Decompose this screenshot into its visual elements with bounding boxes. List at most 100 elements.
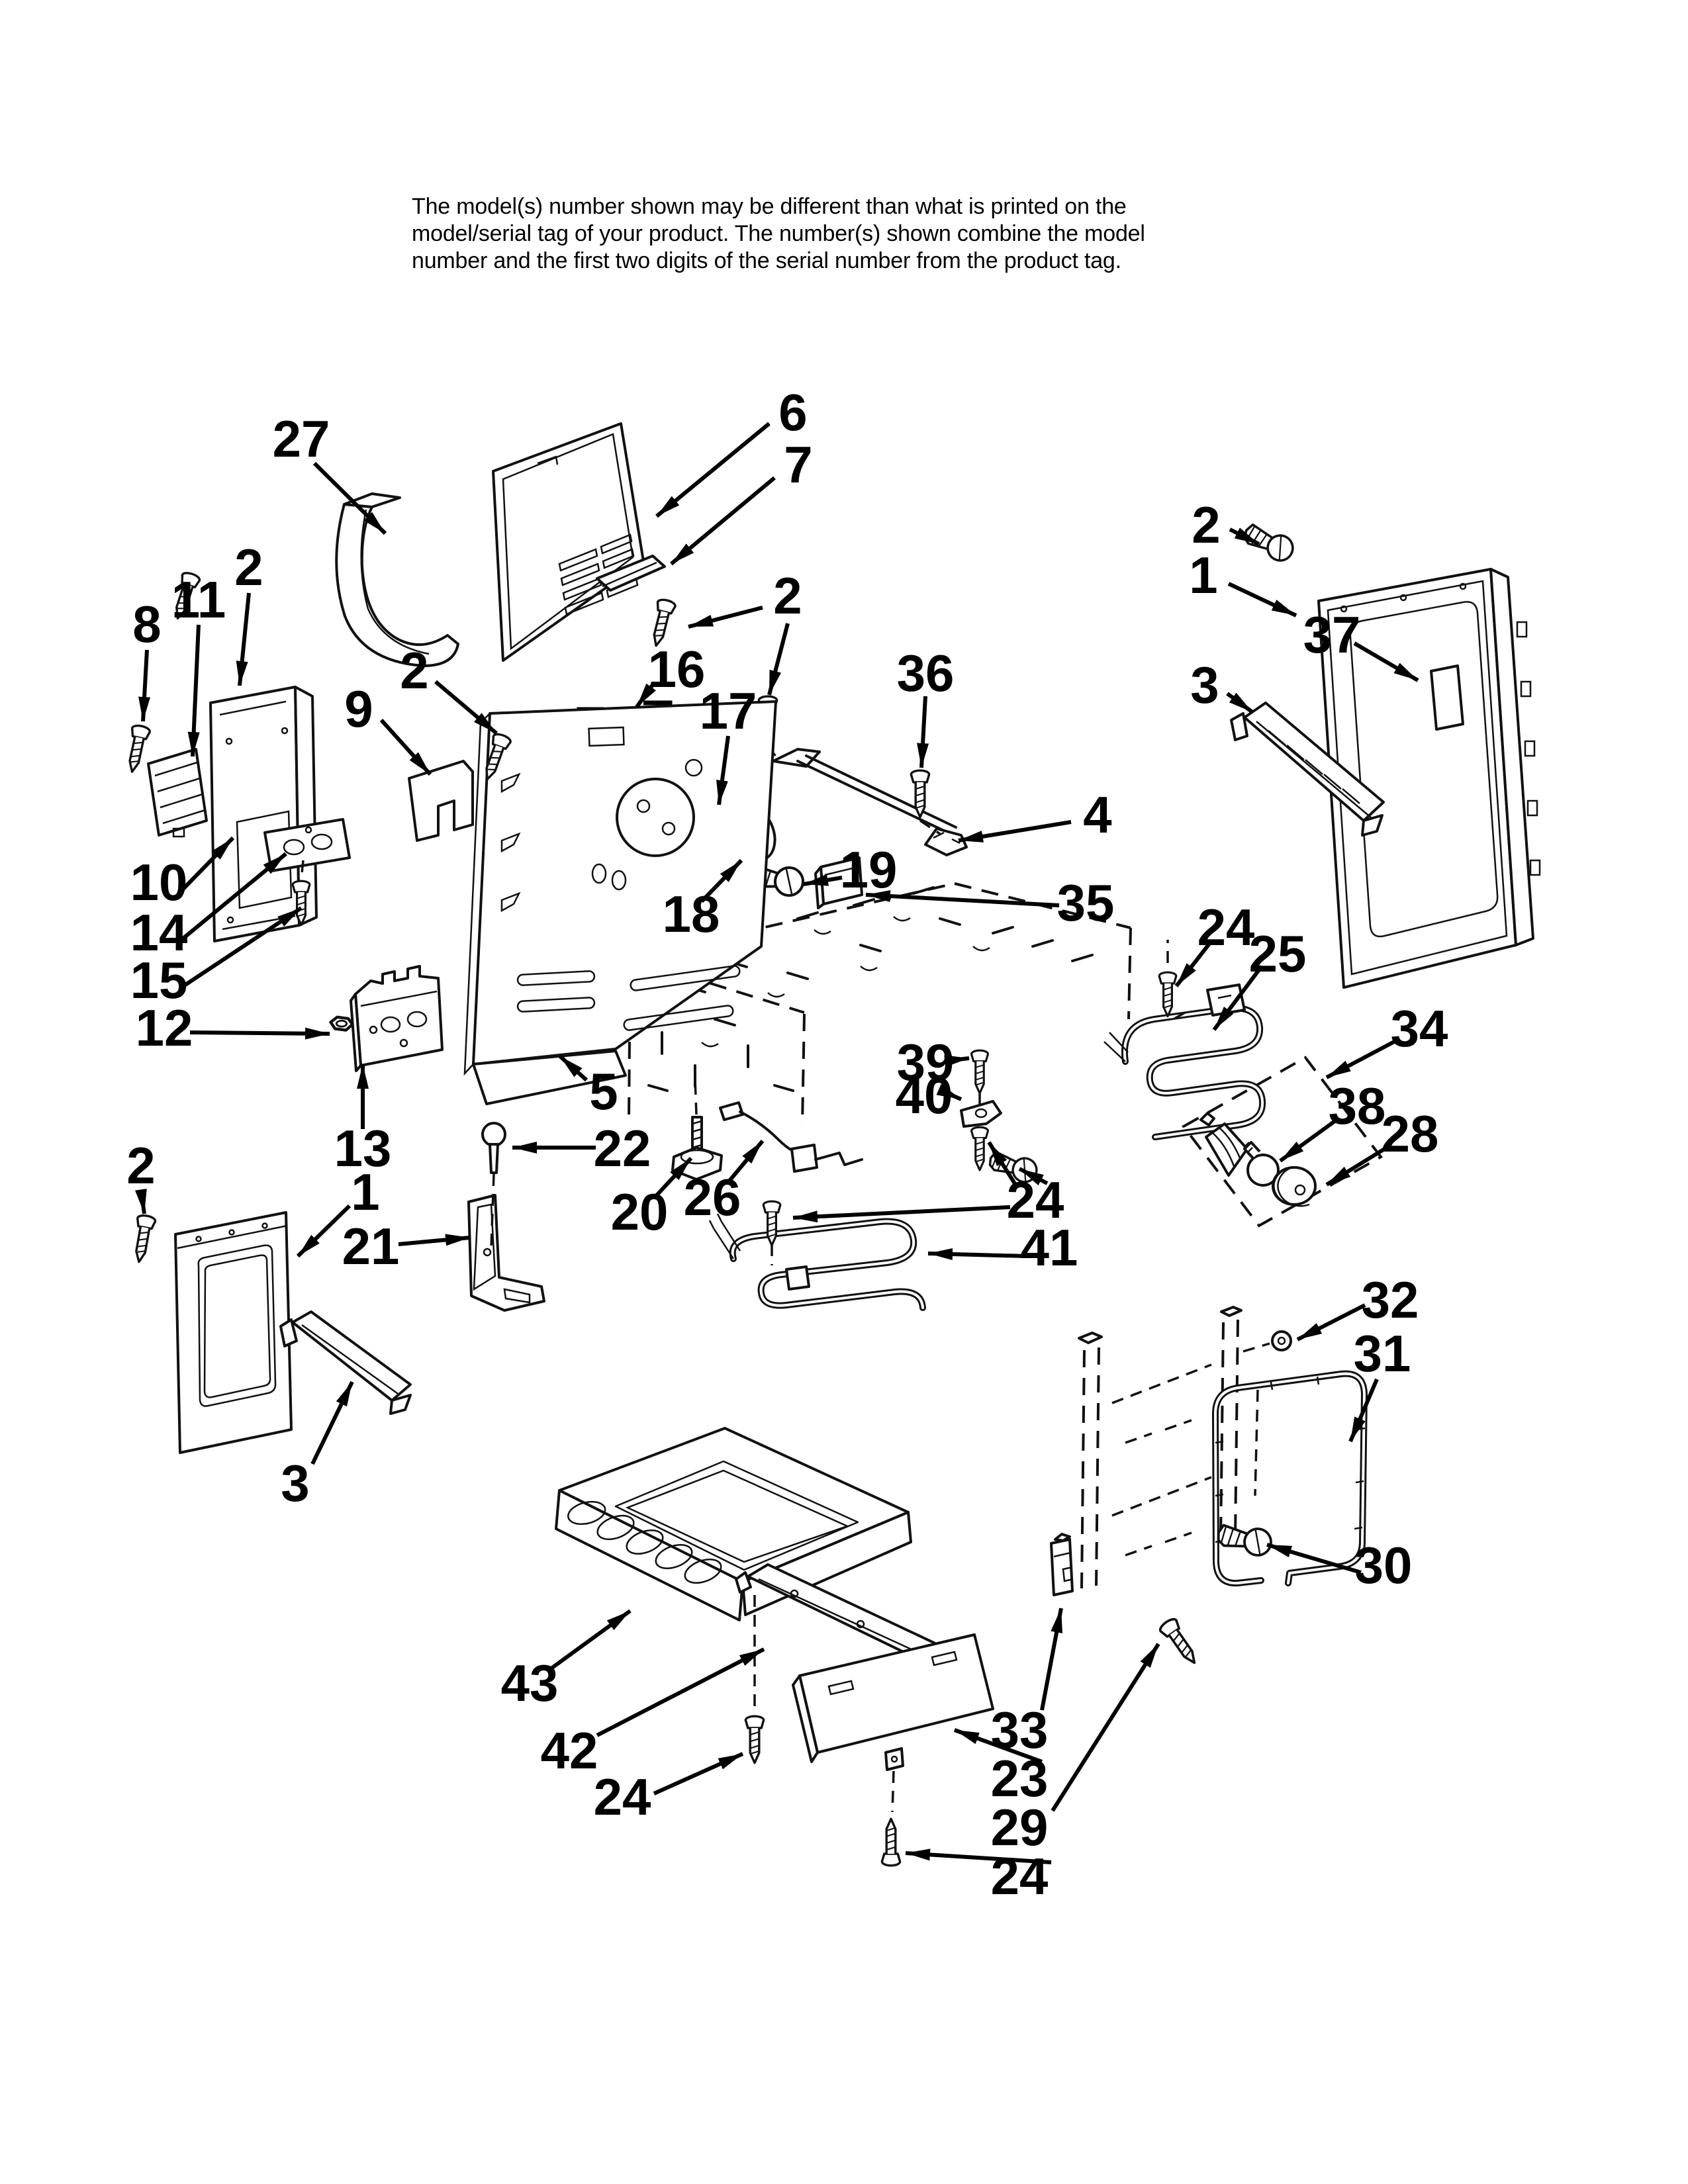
callout-30: 30 (1355, 1536, 1413, 1594)
part-35-cover (814, 856, 863, 909)
leader-arrow (558, 1054, 588, 1082)
leader-arrow (1174, 940, 1213, 987)
callout-43: 43 (501, 1654, 559, 1712)
callout-6: 6 (778, 383, 807, 441)
leader-arrow (187, 624, 201, 757)
callout-24-cover: 24 (991, 1847, 1049, 1905)
part-7-trim-strip (596, 555, 666, 592)
callout-34: 34 (1391, 999, 1448, 1058)
callout-20: 20 (611, 1183, 669, 1241)
callout-13: 13 (334, 1119, 392, 1177)
leader-arrow (653, 1752, 744, 1796)
part-31-door-gasket (1212, 1370, 1368, 1587)
callout-9: 9 (344, 680, 373, 738)
leader-arrow (296, 1204, 352, 1258)
note-line-2: model/serial tag of your product. The nu… (412, 221, 1145, 246)
leader-arrow (134, 1189, 147, 1214)
callout-36: 36 (897, 644, 955, 702)
callout-26: 26 (684, 1168, 741, 1226)
callout-8: 8 (132, 595, 161, 653)
callout-12: 12 (136, 999, 193, 1057)
leader-arrow (1296, 1303, 1366, 1342)
leader-arrow (792, 1205, 1011, 1223)
part-34-light-assembly (1182, 1056, 1383, 1228)
screw-24-cover (880, 1817, 902, 1867)
callout-37: 37 (1303, 606, 1361, 664)
screw-36 (910, 769, 931, 819)
screw-29 (1156, 1615, 1203, 1670)
callout-16: 16 (648, 640, 706, 698)
part-22-plunger (481, 1122, 506, 1249)
leader-arrow (1325, 1038, 1398, 1079)
screw-2-door-right (1239, 520, 1298, 566)
callout-22: 22 (594, 1119, 651, 1177)
leader-arrow (1212, 965, 1264, 1031)
leader-arrow (927, 1248, 1027, 1260)
leader-arrow (635, 682, 656, 708)
callout-27: 27 (273, 410, 330, 468)
note-line-3: number and the first two digits of the s… (412, 248, 1121, 273)
part-20-leveling-leg (671, 1078, 723, 1181)
callout-5: 5 (589, 1062, 618, 1120)
leader-arrow (688, 606, 763, 629)
part-6-rear-panel (492, 422, 645, 662)
leader-arrow (1018, 1167, 1049, 1186)
part-37-serial-label (1430, 664, 1464, 731)
callout-40: 40 (896, 1066, 953, 1124)
callout-15: 15 (130, 951, 188, 1009)
part-28-lens (1272, 1166, 1317, 1207)
screw-24-clip (970, 1126, 990, 1171)
leader-arrow (189, 1027, 330, 1040)
callout-3-left: 3 (281, 1454, 309, 1512)
callout-3-right: 3 (1190, 656, 1219, 714)
callout-24-base: 24 (594, 1768, 651, 1826)
leader-arrow (1325, 1144, 1390, 1187)
callout-25: 25 (1249, 925, 1307, 983)
leader-arrow (655, 1156, 693, 1197)
leader-arrow (987, 1141, 1017, 1186)
callout-38: 38 (1329, 1077, 1386, 1135)
callout-24-broil: 24 (1197, 898, 1255, 956)
leader-arrow (670, 476, 776, 566)
note-line-1: The model(s) number shown may be differe… (412, 194, 1127, 219)
leader-arrow (905, 1848, 1052, 1864)
leader-arrow (727, 1140, 765, 1182)
callout-19: 19 (840, 841, 898, 899)
callout-arrows (134, 422, 1419, 1864)
part-23-bottom-cover (792, 1633, 994, 1771)
part-1-door-right (1317, 568, 1541, 989)
leader-arrow (1051, 1643, 1160, 1812)
leader-arrow (1353, 641, 1419, 682)
leader-arrow (1266, 1543, 1362, 1574)
part-1-door-left (174, 1211, 293, 1454)
part-40-clip (960, 1100, 1002, 1128)
part-11-vent-grille (147, 748, 208, 838)
nut-12 (331, 1017, 353, 1030)
part-3-lower-panel-right (1230, 702, 1385, 837)
leader-arrow (434, 680, 498, 735)
callout-31: 31 (1354, 1324, 1411, 1383)
callout-41: 41 (1021, 1218, 1078, 1277)
callout-1-door-right: 1 (1189, 546, 1217, 604)
part-33-spacer (1050, 1533, 1074, 1596)
callout-24-mid: 24 (1007, 1171, 1064, 1229)
screw-2-door-left (128, 1213, 158, 1265)
part-27-vent-trim (335, 492, 459, 667)
part-9-heat-shield (408, 760, 474, 842)
leader-arrow (398, 1234, 471, 1246)
screw-24-broil (1158, 971, 1178, 1018)
leader-arrow (596, 1647, 765, 1737)
leader-arrow (1279, 1116, 1340, 1163)
leader-arrow (917, 696, 929, 768)
leader-arrow (180, 852, 287, 942)
callout-32: 32 (1362, 1271, 1419, 1329)
screw-24-bake (762, 1200, 782, 1247)
model-number-note: The model(s) number shown may be differe… (412, 193, 1299, 275)
leader-arrow (179, 836, 235, 893)
part-38-bulb (1243, 1141, 1280, 1187)
part-21-bracket (467, 1194, 545, 1312)
leader-arrow (803, 874, 843, 886)
